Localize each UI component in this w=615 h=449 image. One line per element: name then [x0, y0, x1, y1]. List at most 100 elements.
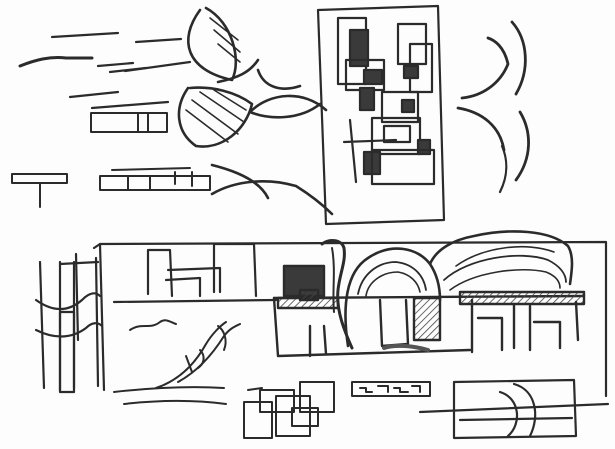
curve: [248, 102, 322, 119]
section-wall: [512, 302, 532, 352]
flow-line: [217, 325, 227, 351]
dome-roof: [344, 230, 574, 348]
strip-teeth: [359, 385, 421, 393]
stroke: [68, 90, 120, 99]
column-line: [74, 252, 80, 342]
plan-solid-block: [362, 68, 384, 86]
curve: [498, 144, 508, 194]
box-outline: [452, 378, 578, 440]
flow-line: [123, 400, 227, 405]
curve: [210, 180, 334, 216]
stroke: [50, 31, 120, 39]
stroke: [96, 61, 135, 68]
section-wall: [574, 300, 580, 342]
roof-curve: [449, 268, 561, 291]
curve: [456, 106, 506, 152]
strip-outline: [351, 381, 431, 397]
building-block: [166, 266, 222, 294]
curve: [216, 58, 260, 84]
flow-line: [113, 386, 225, 393]
frame-ground: [112, 298, 278, 304]
dome-curve: [357, 261, 427, 295]
column-element: [34, 252, 104, 394]
section-wall: [308, 324, 328, 358]
curve: [210, 163, 270, 200]
curves-cluster: [177, 6, 334, 216]
band-curve: [34, 322, 104, 338]
curve: [460, 36, 510, 100]
plan-sketch: [316, 4, 446, 226]
flow-line: [155, 321, 227, 389]
crescent-curves: [456, 20, 530, 194]
roof-curve: [443, 254, 567, 283]
t-shaped-element: [11, 173, 68, 208]
plan-box: [275, 395, 311, 437]
roof-curve: [455, 245, 555, 267]
shadow-stroke: [382, 343, 430, 352]
frame-outline: [92, 240, 608, 398]
plan-solid-block: [416, 138, 432, 156]
flow-line: [177, 323, 241, 383]
band-curve: [34, 292, 102, 311]
plan-room: [380, 90, 420, 124]
curve: [510, 20, 527, 96]
toothed-strip: [351, 381, 431, 397]
frame-left: [98, 242, 106, 392]
curve: [177, 86, 254, 148]
small-bar-element: [90, 112, 168, 133]
curve: [248, 94, 328, 114]
stroke: [18, 56, 94, 68]
building-block: [146, 248, 174, 298]
curve: [256, 68, 302, 90]
hatched-slab: [458, 290, 586, 306]
plan-box: [299, 381, 335, 413]
plan-room: [370, 148, 436, 186]
bar-divisions: [137, 112, 149, 133]
hatched-wall: [412, 296, 442, 342]
long-bar-element: [99, 167, 211, 191]
hatch-lines: [209, 17, 241, 63]
loop-box: [418, 378, 610, 440]
building-section: [272, 239, 586, 358]
loop-curve: [498, 390, 519, 438]
hatched-slab: [298, 288, 320, 302]
column-inner: [58, 310, 76, 394]
hatch-lines: [185, 89, 247, 143]
plan-box: [243, 401, 273, 439]
section-room: [532, 320, 562, 350]
column-top: [58, 260, 100, 266]
swoop-column: [331, 247, 335, 313]
loop-curve: [512, 382, 537, 438]
building-block: [212, 242, 258, 298]
plan-room: [382, 124, 412, 144]
stroke: [123, 60, 192, 73]
column-line: [38, 260, 46, 390]
small-plan: [243, 381, 335, 439]
stroke: [134, 37, 183, 44]
flow-line: [185, 349, 205, 373]
plan-frame: [316, 4, 446, 226]
curve: [186, 6, 238, 82]
plan-solid-block: [348, 28, 370, 68]
curve: [514, 110, 530, 182]
plan-solid-block: [358, 86, 376, 112]
dome-curve: [344, 247, 442, 348]
building-block: [164, 276, 202, 298]
section-room: [476, 316, 504, 352]
stroke: [90, 100, 170, 110]
bar-outline: [90, 112, 168, 133]
plan-solid-block: [400, 98, 416, 114]
flow-line: [129, 319, 177, 331]
dome-curve: [365, 271, 421, 297]
section-base: [272, 296, 472, 358]
plan-line: [247, 387, 263, 391]
plan-box: [291, 407, 319, 427]
crossing-line: [418, 402, 610, 414]
section-room: [378, 298, 410, 348]
swoop-column: [320, 239, 354, 350]
bar-divisions: [111, 167, 193, 191]
elevation-frame: [92, 240, 608, 398]
top-left-strokes: [18, 31, 192, 110]
